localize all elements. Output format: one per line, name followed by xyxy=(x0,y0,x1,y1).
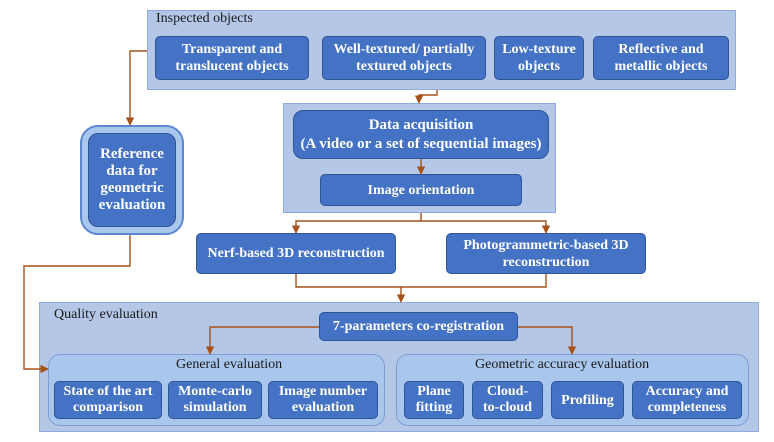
photogrammetric-reconstruction-box: Photogrammetric-based 3D reconstruction xyxy=(446,233,646,274)
arrow-reference-to-general xyxy=(23,235,131,374)
geometric-evaluation-title: Geometric accuracy evaluation xyxy=(475,357,650,372)
arrow-inspected-to-reference xyxy=(125,50,147,126)
image-number-box: Image number evaluation xyxy=(268,381,378,419)
quality-evaluation-title: Quality evaluation xyxy=(54,307,158,322)
arrow-to-geometric xyxy=(518,326,577,355)
merge-reconstructions xyxy=(295,274,547,288)
low-texture-objects-box: Low-texture objects xyxy=(494,36,584,80)
nerf-reconstruction-box: Nerf-based 3D reconstruction xyxy=(196,233,396,274)
data-acquisition-box: Data acquisition (A video or a set of se… xyxy=(293,110,549,159)
cloud-to-cloud-box: Cloud- to-cloud xyxy=(472,381,543,419)
state-of-art-box: State of the art comparison xyxy=(54,381,162,419)
reference-data-box: Reference data for geometric evaluation xyxy=(88,133,176,227)
arrow-to-general xyxy=(205,326,319,355)
arrow-to-photogrammetric xyxy=(421,220,551,234)
image-orientation-box: Image orientation xyxy=(320,174,522,206)
coregistration-box: 7-parameters co-registration xyxy=(319,312,518,341)
plane-fitting-box: Plane fitting xyxy=(404,381,464,419)
well-textured-objects-box: Well-textured/ partially textured object… xyxy=(322,36,486,80)
accuracy-completeness-box: Accuracy and completeness xyxy=(632,381,742,419)
profiling-box: Profiling xyxy=(551,381,624,419)
monte-carlo-box: Monte-carlo simulation xyxy=(168,381,262,419)
arrow-inspected-to-acquisition xyxy=(414,90,438,104)
reflective-objects-box: Reflective and metallic objects xyxy=(593,36,729,80)
arrow-to-nerf xyxy=(291,213,422,234)
transparent-objects-box: Transparent and translucent objects xyxy=(155,36,309,80)
general-evaluation-title: General evaluation xyxy=(176,357,283,372)
inspected-objects-title: Inspected objects xyxy=(156,11,253,26)
